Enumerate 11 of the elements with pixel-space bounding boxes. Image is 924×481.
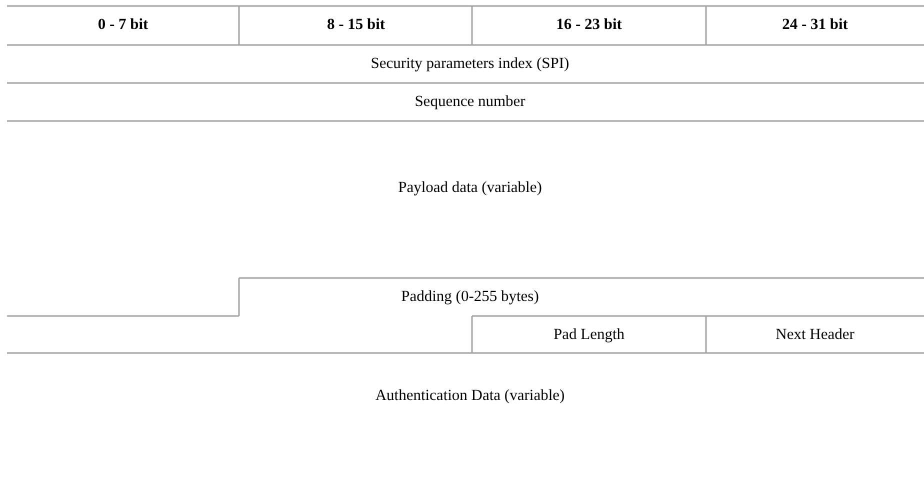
field-label: Padding (0-255 bytes)	[401, 288, 539, 306]
field-label: Next Header	[776, 326, 854, 344]
field-label: Payload data (variable)	[398, 179, 542, 197]
field-label: Security parameters index (SPI)	[370, 55, 570, 73]
column-header: 8 - 15 bit	[326, 16, 386, 34]
column-header: 24 - 31 bit	[782, 16, 848, 34]
field-label: Authentication Data (variable)	[375, 387, 565, 405]
column-header: 0 - 7 bit	[98, 16, 148, 34]
column-header: 16 - 23 bit	[556, 16, 622, 34]
field-label: Sequence number	[414, 93, 526, 111]
field-label: Pad Length	[553, 326, 625, 344]
